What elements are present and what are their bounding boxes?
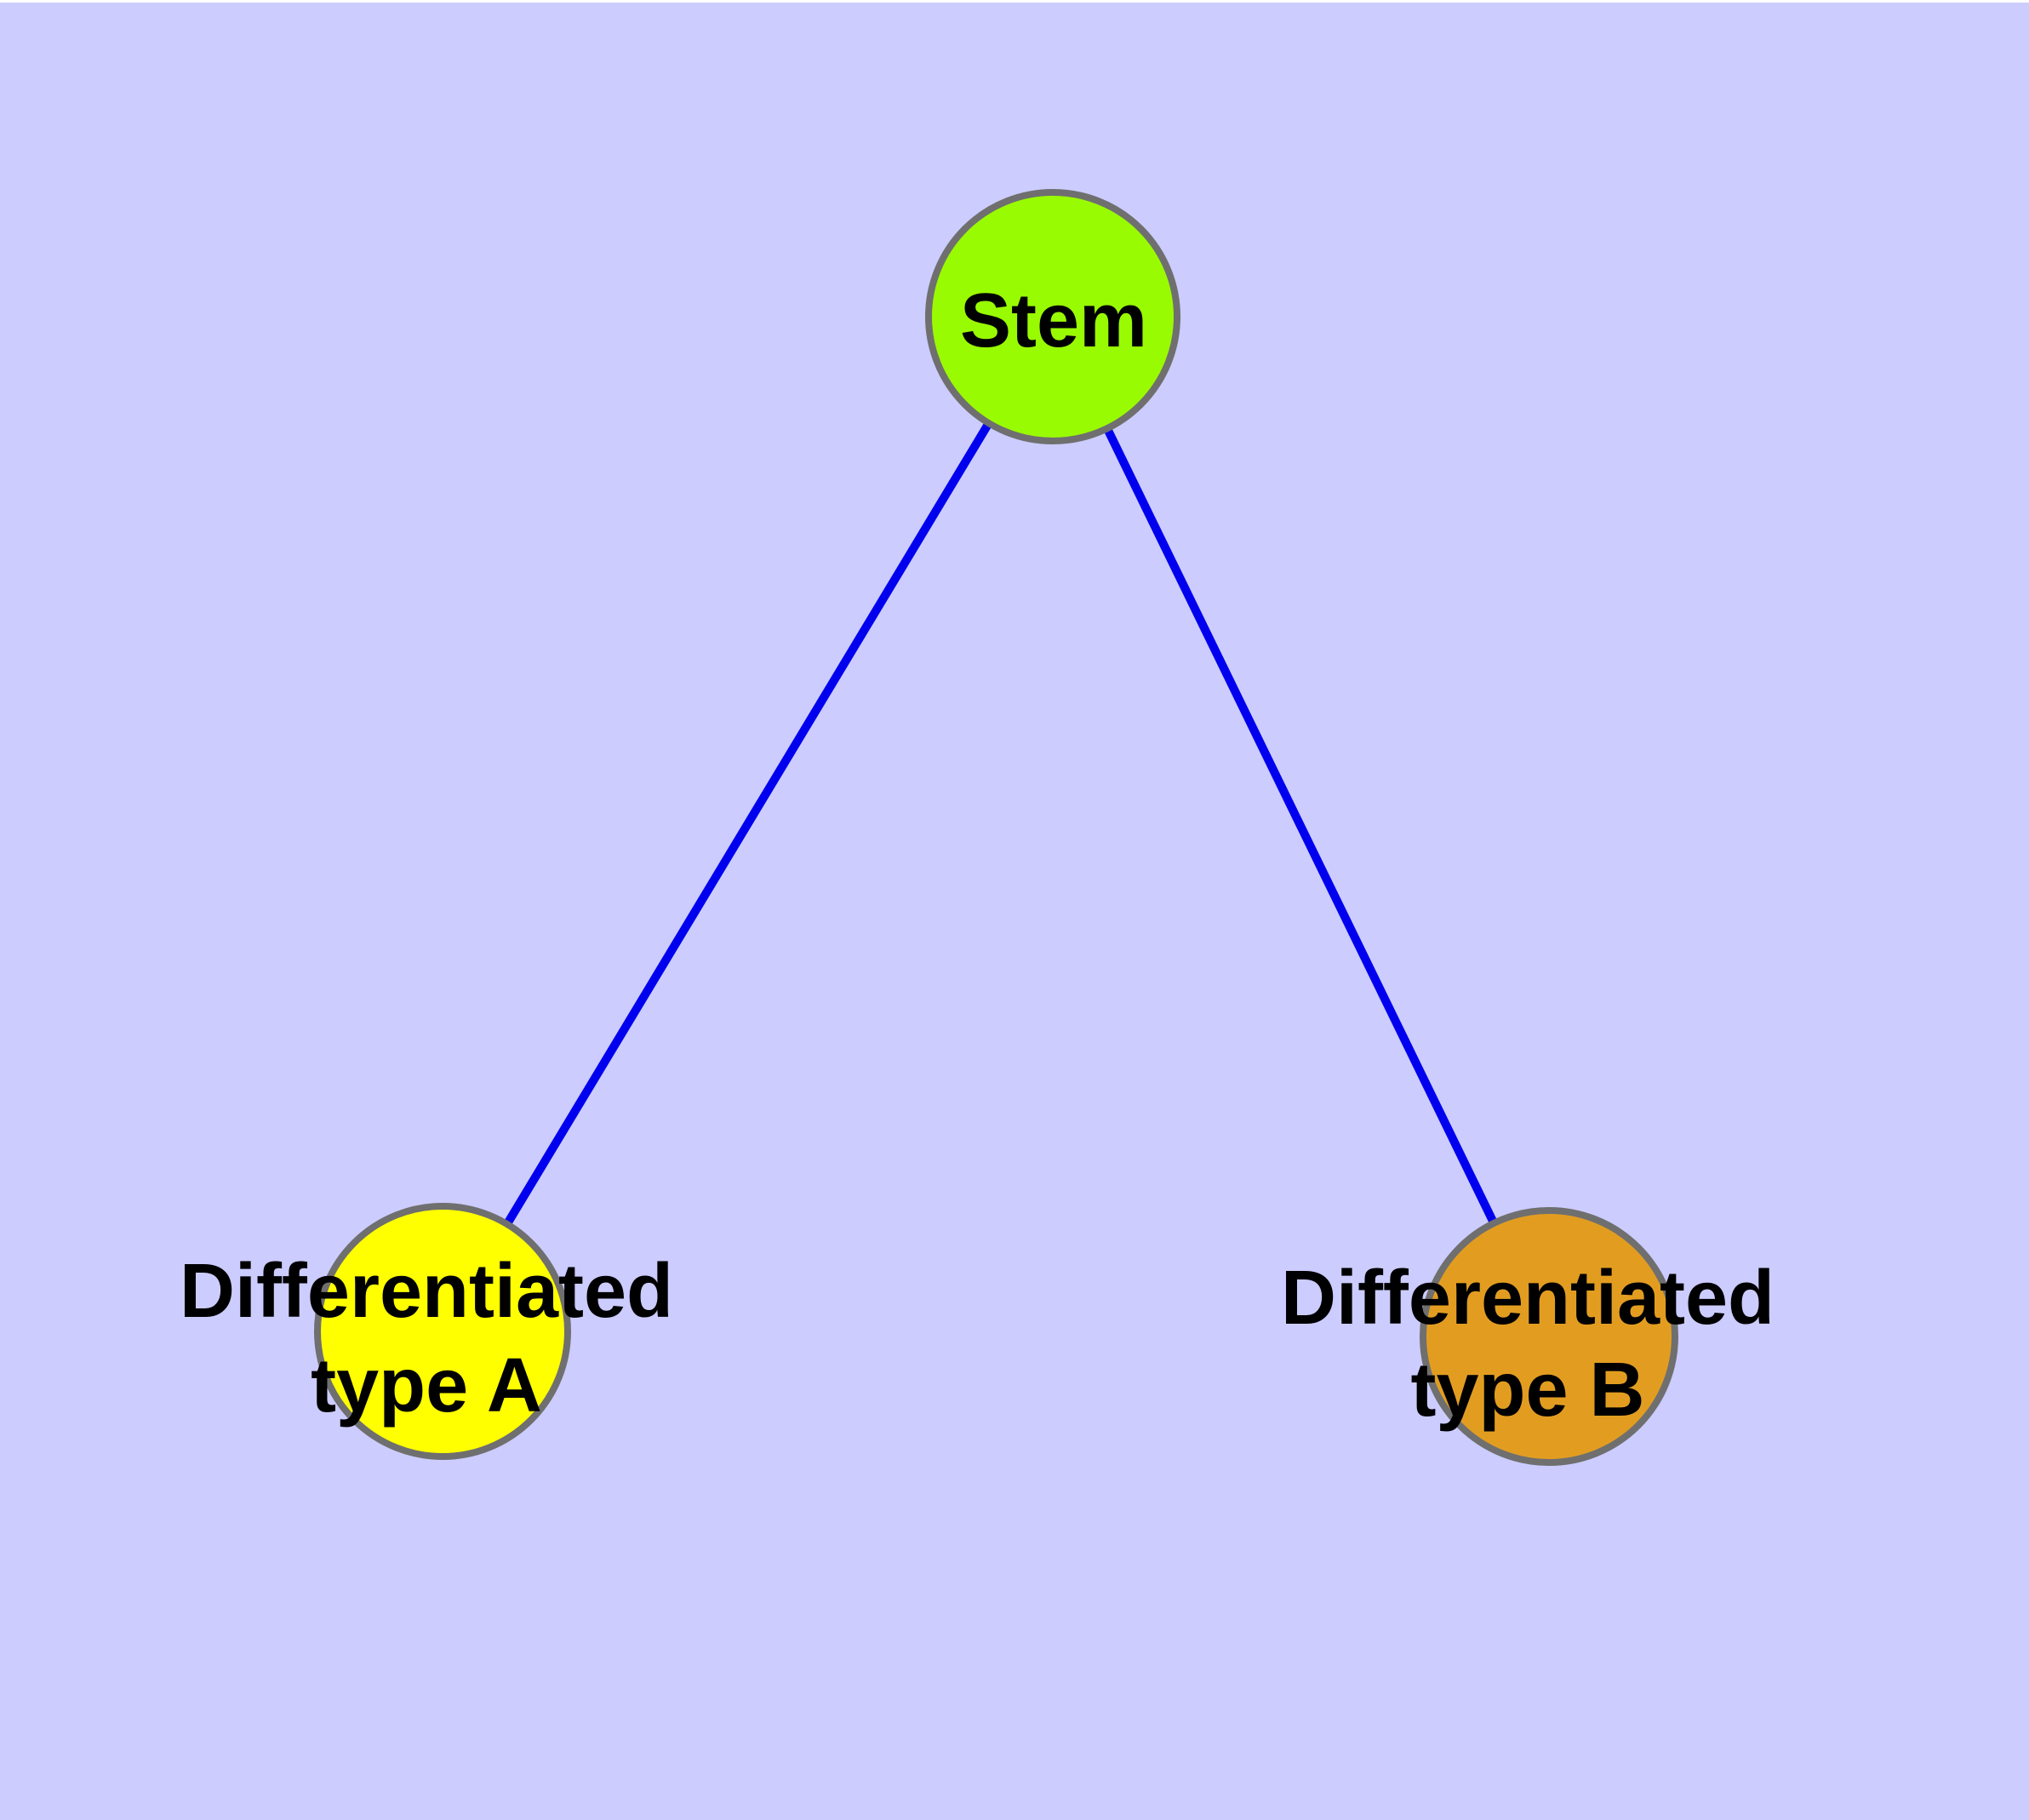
differentiated-type-a-label-line1: Differentiated: [180, 1249, 673, 1334]
differentiated-type-a-node: [317, 1206, 568, 1457]
differentiated-type-b-node-border: [1420, 1207, 1678, 1466]
stem-node: [929, 192, 1177, 441]
stem-node-border: [925, 189, 1180, 444]
differentiated-type-b-node: [1423, 1210, 1675, 1462]
differentiated-type-b-label-line1: Differentiated: [1281, 1256, 1775, 1341]
differentiated-type-a-label-line2: type A: [311, 1343, 542, 1428]
stem-node-label: Stem: [960, 278, 1147, 363]
differentiated-type-b-label-line2: type B: [1410, 1348, 1644, 1433]
edge-stem-to-type-b: [1049, 314, 1553, 1339]
differentiated-type-a-node-border: [314, 1203, 571, 1460]
edge-stem-to-type-a: [438, 314, 1057, 1334]
